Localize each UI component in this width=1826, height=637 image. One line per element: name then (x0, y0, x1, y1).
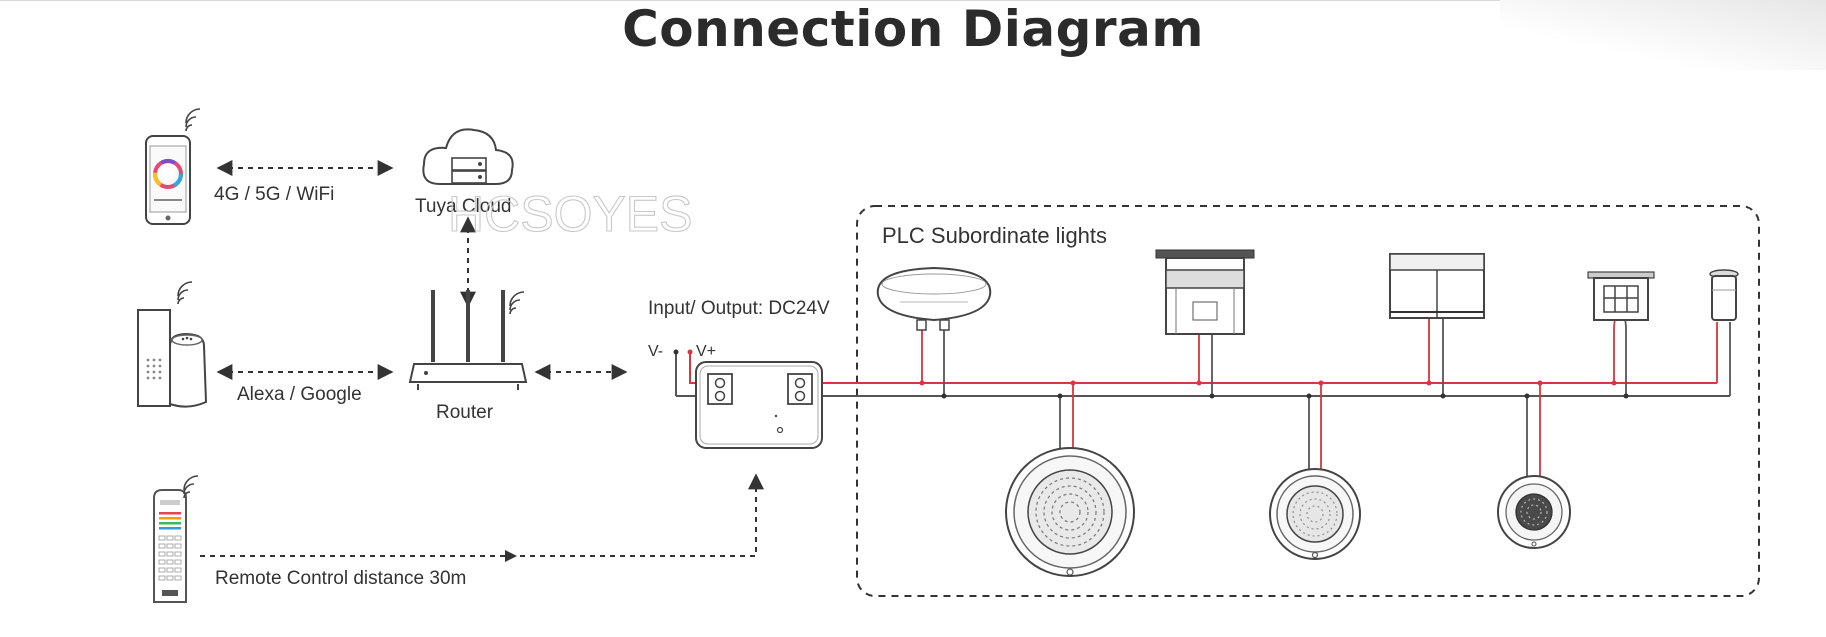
remote-label: Remote Control distance 30m (215, 568, 466, 589)
controller-box-icon (695, 361, 823, 449)
light-fixture-icon (1005, 447, 1135, 577)
watermark: HCSOYES (448, 186, 693, 242)
light-drops-lower (1059, 383, 1541, 478)
vminus-label: V- (648, 343, 663, 360)
io-label: Input/ Output: DC24V (648, 298, 830, 319)
plc-region (856, 205, 1760, 597)
router-icon (408, 290, 528, 390)
cloud-label: Tuya Cloud (415, 196, 511, 217)
light-fixture-icon (876, 266, 992, 331)
vplus-label: V+ (696, 343, 716, 360)
smart-speaker-icon (137, 281, 208, 408)
remote-control-icon (153, 475, 199, 603)
light-drops-upper (921, 313, 1731, 396)
router-label: Router (436, 402, 494, 423)
light-fixture-icon (1269, 468, 1361, 560)
cloud-server-icon (422, 128, 514, 185)
light-fixture-icon (1497, 475, 1571, 549)
plc-label: PLC Subordinate lights (882, 223, 1107, 248)
light-fixture-icon (1587, 271, 1655, 321)
network-label: 4G / 5G / WiFi (214, 184, 334, 205)
top-border (0, 0, 1826, 1)
link-remote-controller (200, 473, 764, 557)
voice-label: Alexa / Google (237, 384, 362, 405)
corner-shade (1500, 0, 1826, 70)
light-fixture-icon (1389, 253, 1485, 319)
light-fixture-icon (1709, 269, 1739, 321)
smartphone-icon (145, 108, 201, 225)
remote-arrow-mid (505, 550, 517, 562)
page-title: Connection Diagram (622, 0, 1204, 58)
junction-dots (919, 380, 1629, 399)
light-fixture-icon (1155, 249, 1255, 335)
